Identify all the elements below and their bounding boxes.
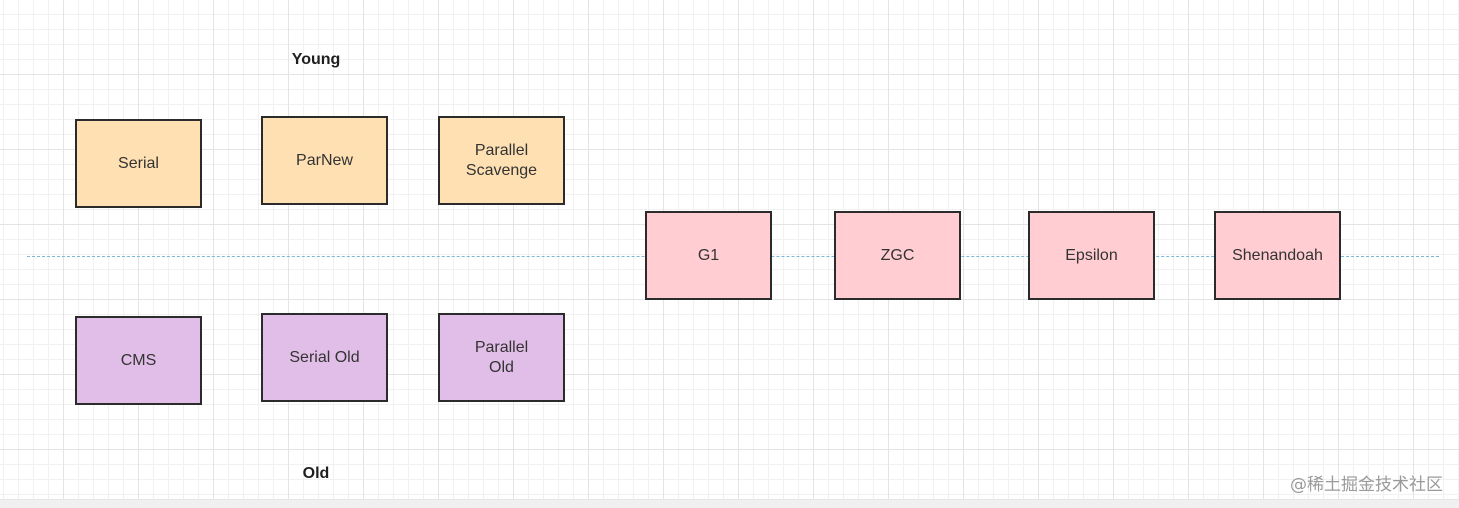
watermark: @稀土掘金技术社区	[1290, 475, 1443, 495]
collector-parnew: ParNew	[261, 116, 388, 205]
young-generation-label: Young	[291, 51, 341, 68]
collector-shenandoah: Shenandoah	[1214, 211, 1341, 300]
collector-cms: CMS	[75, 316, 202, 405]
old-generation-label: Old	[302, 465, 330, 482]
bottom-scrollbar[interactable]	[0, 499, 1459, 508]
collector-epsilon: Epsilon	[1028, 211, 1155, 300]
collector-g1: G1	[645, 211, 772, 300]
collector-parallel-old: Parallel Old	[438, 313, 565, 402]
collector-serial-old: Serial Old	[261, 313, 388, 402]
collector-parallel-scavenge: Parallel Scavenge	[438, 116, 565, 205]
collector-zgc: ZGC	[834, 211, 961, 300]
collector-serial: Serial	[75, 119, 202, 208]
